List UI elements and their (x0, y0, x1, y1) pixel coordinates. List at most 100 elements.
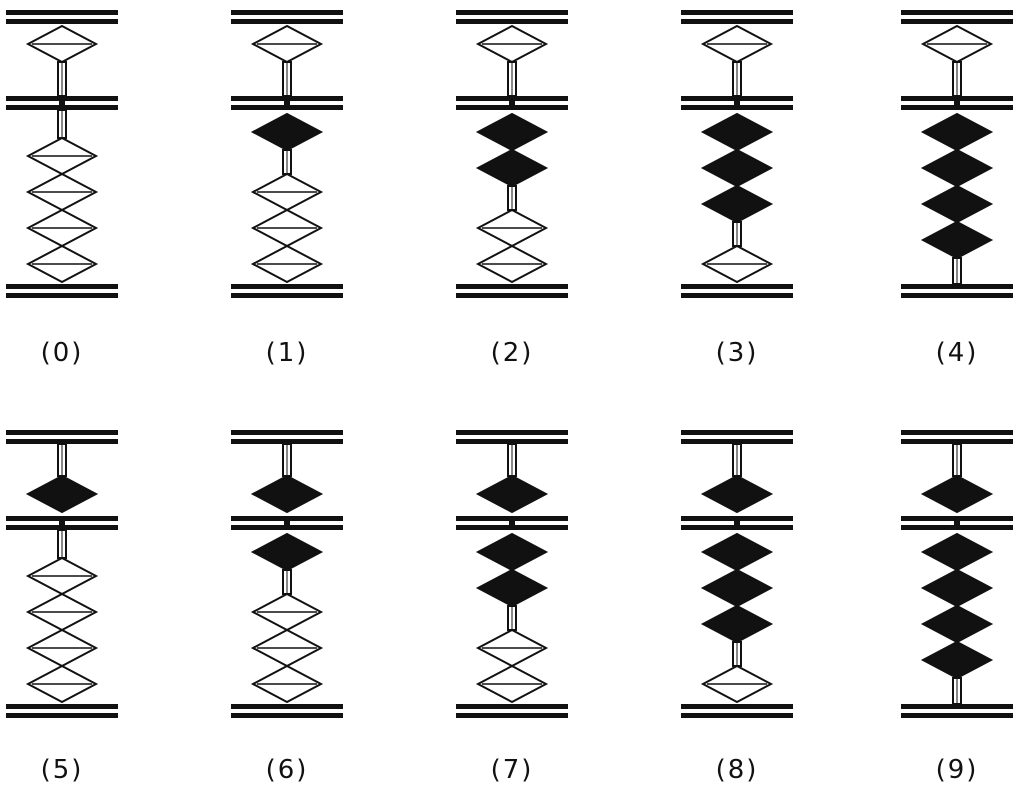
lower-bead (700, 112, 774, 152)
digit-label: (8) (715, 755, 759, 785)
bottom-frame-bar (456, 704, 568, 709)
unit-marker (954, 101, 960, 105)
unit-marker (734, 101, 740, 105)
top-frame-bar (681, 430, 793, 435)
bottom-frame-bar (231, 704, 343, 709)
bottom-frame-bar (6, 704, 118, 709)
digit-label: (0) (40, 338, 84, 368)
reckoning-bar (901, 96, 1013, 101)
digit-label: (1) (265, 338, 309, 368)
lower-bead (475, 112, 549, 152)
bottom-frame-bar (901, 704, 1013, 709)
reckoning-bar (6, 96, 118, 101)
abacus-figure-3-0 (681, 10, 793, 298)
reckoning-bar (681, 525, 793, 530)
top-frame-bar (231, 19, 343, 24)
top-frame-bar (456, 19, 568, 24)
lower-bead (920, 604, 994, 644)
digit-label: (6) (265, 755, 309, 785)
top-frame-bar (231, 10, 343, 15)
bottom-frame-bar (681, 293, 793, 298)
unit-marker (284, 101, 290, 105)
top-frame-bar (456, 430, 568, 435)
bottom-frame-bar (456, 284, 568, 289)
bottom-frame-bar (6, 713, 118, 718)
bottom-frame-bar (231, 284, 343, 289)
unit-marker (509, 101, 515, 105)
reckoning-bar (456, 525, 568, 530)
top-frame-bar (681, 439, 793, 444)
lower-bead (250, 112, 324, 152)
reckoning-bar (456, 516, 568, 521)
unit-marker (509, 521, 515, 525)
upper-bead (250, 474, 324, 514)
reckoning-bar (901, 525, 1013, 530)
abacus-figure-0-0 (6, 10, 118, 298)
lower-bead (475, 568, 549, 608)
abacus-figure-1-0 (231, 10, 343, 298)
upper-bead (25, 474, 99, 514)
lower-bead (700, 532, 774, 572)
abacus-figure-2-0 (456, 10, 568, 298)
lower-bead (920, 220, 994, 260)
bottom-frame-bar (681, 713, 793, 718)
reckoning-bar (6, 105, 118, 110)
bottom-frame-bar (6, 293, 118, 298)
top-frame-bar (6, 10, 118, 15)
reckoning-bar (231, 525, 343, 530)
bottom-frame-bar (456, 713, 568, 718)
bottom-frame-bar (231, 293, 343, 298)
top-frame-bar (901, 10, 1013, 15)
reckoning-bar (901, 105, 1013, 110)
abacus-figure-4-1 (901, 430, 1013, 718)
lower-bead (475, 148, 549, 188)
top-frame-bar (901, 19, 1013, 24)
unit-marker (284, 521, 290, 525)
top-frame-bar (681, 10, 793, 15)
abacus-figure-2-1 (456, 430, 568, 718)
lower-bead (250, 532, 324, 572)
reckoning-bar (6, 525, 118, 530)
lower-bead (920, 640, 994, 680)
digit-label: (5) (40, 755, 84, 785)
reckoning-bar (681, 96, 793, 101)
reckoning-bar (231, 96, 343, 101)
digit-label: (3) (715, 338, 759, 368)
reckoning-bar (681, 516, 793, 521)
top-frame-bar (456, 10, 568, 15)
reckoning-bar (6, 516, 118, 521)
top-frame-bar (231, 439, 343, 444)
top-frame-bar (231, 430, 343, 435)
lower-bead (920, 112, 994, 152)
lower-bead (920, 568, 994, 608)
bottom-frame-bar (6, 284, 118, 289)
reckoning-bar (231, 516, 343, 521)
lower-bead (475, 532, 549, 572)
abacus-figure-1-1 (231, 430, 343, 718)
unit-marker (734, 521, 740, 525)
bottom-frame-bar (901, 293, 1013, 298)
upper-bead (475, 474, 549, 514)
reckoning-bar (456, 105, 568, 110)
top-frame-bar (6, 430, 118, 435)
top-frame-bar (6, 19, 118, 24)
unit-marker (954, 521, 960, 525)
abacus-figure-0-1 (6, 430, 118, 718)
upper-bead (920, 474, 994, 514)
reckoning-bar (231, 105, 343, 110)
bottom-frame-bar (681, 284, 793, 289)
digit-label: (2) (490, 338, 534, 368)
upper-bead (700, 474, 774, 514)
lower-bead (700, 148, 774, 188)
bottom-frame-bar (681, 704, 793, 709)
lower-bead (700, 184, 774, 224)
lower-bead (700, 568, 774, 608)
unit-marker (59, 101, 65, 105)
abacus-figure-4-0 (901, 10, 1013, 298)
unit-marker (59, 521, 65, 525)
top-frame-bar (6, 439, 118, 444)
top-frame-bar (456, 439, 568, 444)
bottom-frame-bar (901, 284, 1013, 289)
reckoning-bar (681, 105, 793, 110)
